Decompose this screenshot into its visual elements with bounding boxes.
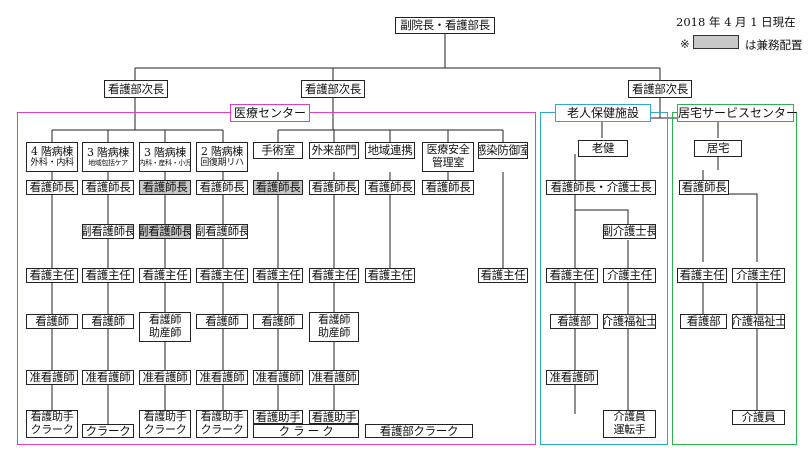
- community-liaison-box: 地域連携: [365, 142, 415, 159]
- assoc-nurse-w3a: 准看護師: [82, 370, 134, 385]
- clerk-w3a: クラーク: [82, 424, 134, 438]
- infection-control-box: 感染防御室: [478, 142, 528, 159]
- chief-roken-care: 介護主任: [603, 268, 656, 283]
- date-note: 2018 年 4 月 1 日現在: [676, 15, 796, 29]
- ward-3f-community-box: 3 階病棟地域包括ケア: [82, 142, 134, 172]
- chief-w2: 看護主任: [196, 268, 248, 283]
- ward-2f-box: 2 階病棟回復期リハ: [196, 142, 248, 172]
- roken-box: 老健: [578, 140, 628, 157]
- care-worker-kyotaku: 介護福祉士: [732, 314, 785, 329]
- head-nurse-community: 看護師長: [365, 180, 415, 195]
- kyotaku-box: 居宅: [694, 140, 742, 157]
- deputy-care-roken: 副介護士長: [603, 224, 656, 239]
- head-nurse-safety: 看護師長: [422, 180, 474, 195]
- care-worker-roken: 介護福祉士: [603, 314, 656, 329]
- assoc-nurse-w2: 准看護師: [196, 370, 248, 385]
- home-service-title: 居宅サービスセンター: [677, 104, 799, 122]
- assoc-nurse-op: 准看護師: [253, 370, 303, 385]
- nursing-clerk-box: 看護部クラーク: [365, 424, 473, 438]
- nurse-w4: 看護師: [26, 314, 78, 329]
- clerk-op-outpatient: ク ラ ー ク: [253, 424, 359, 438]
- assoc-nurse-w3b: 准看護師: [139, 370, 191, 385]
- chief-infection: 看護主任: [478, 268, 528, 283]
- head-nurse-roken: 看護師長・介護士長: [546, 180, 656, 195]
- assoc-nurse-outpatient: 准看護師: [309, 370, 359, 385]
- head-nurse-w3b: 看護師長: [139, 180, 191, 195]
- nurse-op: 看護師: [253, 314, 303, 329]
- legend-swatch: [693, 35, 739, 49]
- operating-room-box: 手術室: [253, 142, 303, 159]
- aide-op: 看護助手: [253, 410, 303, 424]
- aide-clerk-w3b: 看護助手クラーク: [139, 410, 191, 438]
- chief-outpatient: 看護主任: [309, 268, 359, 283]
- assoc-nurse-w4: 准看護師: [26, 370, 78, 385]
- vice-director-box: 副院長・看護部長: [395, 17, 495, 34]
- head-nurse-w2: 看護師長: [196, 180, 248, 195]
- deputy-center-box: 看護部次長: [301, 80, 365, 98]
- nursing-dept-roken: 看護部: [550, 314, 598, 329]
- chief-w3b: 看護主任: [139, 268, 191, 283]
- deputy-left-box: 看護部次長: [104, 80, 168, 98]
- chief-community: 看護主任: [365, 268, 415, 283]
- caregiver-driver-roken: 介護員運転手: [603, 410, 656, 438]
- head-nurse-op: 看護師長: [253, 180, 303, 195]
- ward-4f-box: 4 階病棟外科・内科: [26, 142, 78, 172]
- elderly-facility-title: 老人保健施設: [555, 104, 651, 122]
- deputy-head-w3a: 副看護師長: [82, 224, 134, 239]
- nurse-midwife-w3b: 看護師助産師: [139, 312, 191, 342]
- outpatient-box: 外来部門: [309, 142, 359, 159]
- ward-3f-mixed-box: 3 階病棟内科・産科・小児: [139, 142, 191, 172]
- head-nurse-kyotaku: 看護師長: [679, 180, 729, 195]
- nurse-w3a: 看護師: [82, 314, 134, 329]
- deputy-right-box: 看護部次長: [628, 80, 692, 98]
- assoc-nurse-roken: 准看護師: [546, 370, 598, 385]
- chief-kyotaku-nurse: 看護主任: [677, 268, 727, 283]
- chief-op: 看護主任: [253, 268, 303, 283]
- chief-w3a: 看護主任: [82, 268, 134, 283]
- head-nurse-w4: 看護師長: [26, 180, 78, 195]
- chief-w4: 看護主任: [26, 268, 78, 283]
- aide-clerk-w2: 看護助手クラーク: [196, 410, 248, 438]
- aide-clerk-w4: 看護助手クラーク: [26, 410, 78, 438]
- medical-center-title: 医療センター: [230, 104, 310, 122]
- medical-safety-box: 医療安全管理室: [422, 142, 474, 172]
- aide-outpatient: 看護助手: [309, 410, 359, 424]
- deputy-head-w2: 副看護師長: [196, 224, 248, 239]
- chief-kyotaku-care: 介護主任: [732, 268, 785, 283]
- legend-text: は兼務配置: [745, 38, 803, 52]
- chief-roken-nurse: 看護主任: [546, 268, 598, 283]
- head-nurse-outpatient: 看護師長: [309, 180, 359, 195]
- nurse-w2: 看護師: [196, 314, 248, 329]
- head-nurse-w3a: 看護師長: [82, 180, 134, 195]
- caregiver-kyotaku: 介護員: [732, 410, 785, 425]
- nurse-midwife-outpatient: 看護師助産師: [309, 312, 359, 342]
- nursing-dept-kyotaku: 看護部: [680, 314, 727, 329]
- deputy-head-w3b: 副看護師長: [139, 224, 191, 239]
- legend-prefix: ※: [680, 37, 690, 51]
